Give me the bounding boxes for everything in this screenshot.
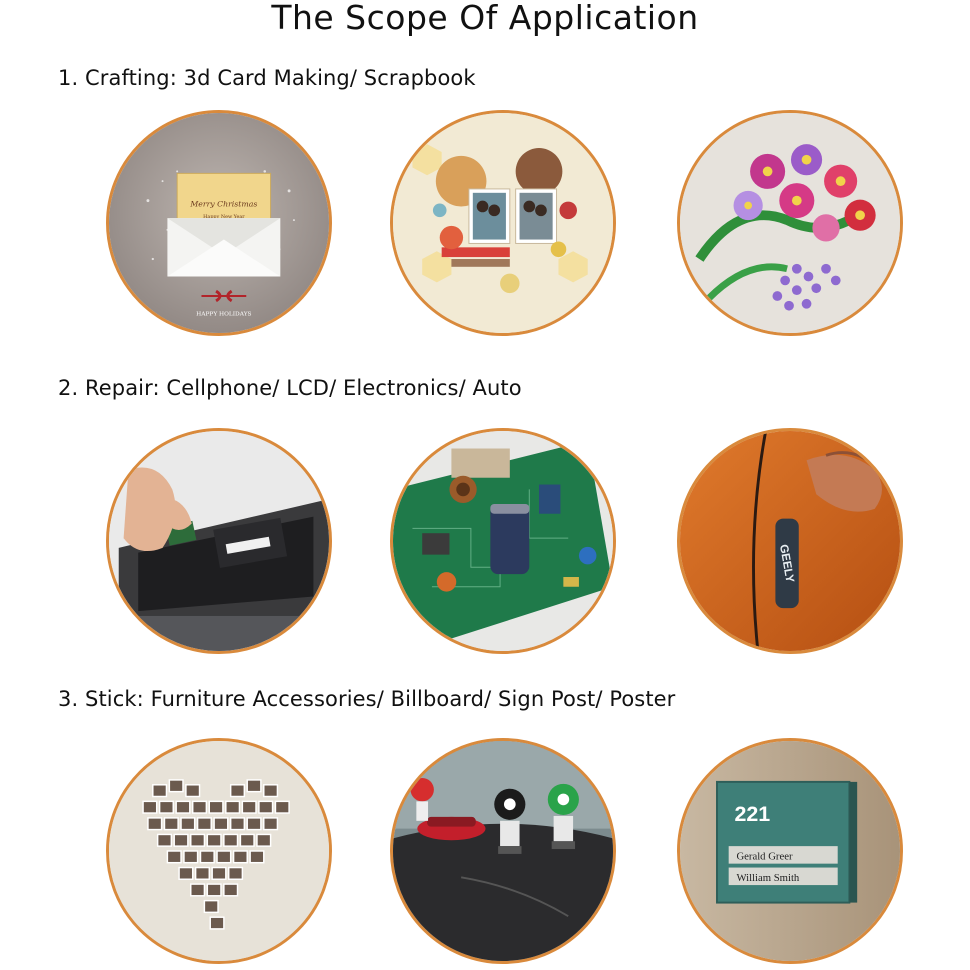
sign-name-2: William Smith [736, 872, 799, 884]
card-footer-text: HAPPY HOLIDAYS [196, 311, 251, 317]
section-label-stick: 3. Stick: Furniture Accessories/ Billboa… [58, 687, 676, 711]
envelope-illustration: Merry Christmas Happy New Year HAPPY HOL… [109, 113, 329, 333]
quilling-illustration [680, 113, 900, 333]
quilling-flowers-image [677, 110, 903, 336]
greeting-card-image: Merry Christmas Happy New Year HAPPY HOL… [106, 110, 332, 336]
section-label-crafting: 1. Crafting: 3d Card Making/ Scrapbook [58, 66, 476, 90]
section-label-repair: 2. Repair: Cellphone/ LCD/ Electronics/ … [58, 376, 522, 400]
door-sign-illustration: 221 Gerald Greer William Smith [680, 741, 900, 961]
car-door-illustration: GEELY [680, 431, 900, 651]
cellphone-illustration [109, 431, 329, 651]
card-text-line2: Happy New Year [203, 214, 245, 220]
door-sign-image: 221 Gerald Greer William Smith [677, 738, 903, 964]
cellphone-repair-image [106, 428, 332, 654]
sign-name-1: Gerald Greer [736, 851, 793, 863]
dashboard-illustration [393, 741, 613, 961]
scrapbook-image [390, 110, 616, 336]
room-number: 221 [735, 802, 771, 826]
page-title: The Scope Of Application [271, 0, 699, 37]
circuit-board-image [390, 428, 616, 654]
car-door-image: GEELY [677, 428, 903, 654]
photo-heart-wall-image [106, 738, 332, 964]
circuit-illustration [393, 431, 613, 651]
scrapbook-illustration [393, 113, 613, 333]
photo-heart-illustration [109, 741, 329, 961]
car-dashboard-image [390, 738, 616, 964]
card-text-line1: Merry Christmas [189, 199, 257, 208]
